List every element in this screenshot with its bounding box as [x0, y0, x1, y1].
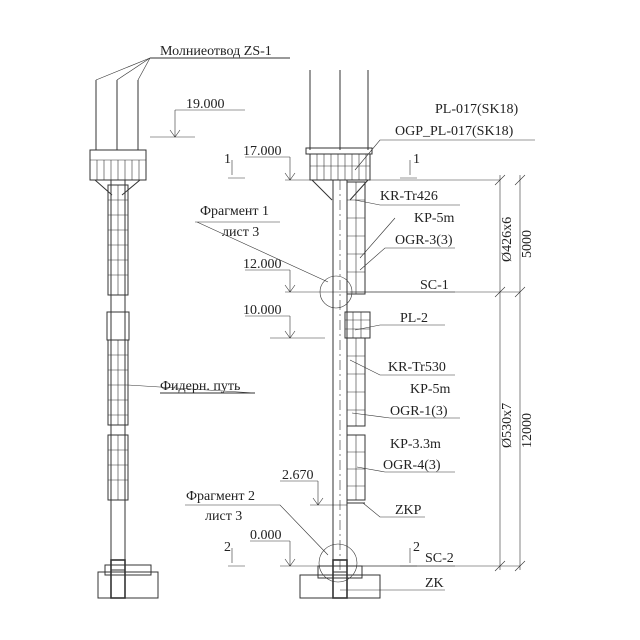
- section-mark-2-left: 2: [224, 540, 231, 555]
- level-0000: 0.000: [250, 528, 282, 543]
- callout-pl2: PL-2: [400, 311, 428, 326]
- callout-leaders: [185, 139, 535, 591]
- label-lightning-rod: Молниеотвод ZS-1: [160, 44, 272, 59]
- callout-ogr4: OGR-4(3): [383, 458, 441, 473]
- label-feeder-path: Фидерн. путь: [160, 379, 240, 394]
- level-2670: 2.670: [282, 468, 314, 483]
- level-12000: 12.000: [243, 257, 282, 272]
- level-10000: 10.000: [243, 303, 282, 318]
- level-marks: [150, 109, 520, 567]
- callout-krtr530: KR-Tr530: [388, 360, 446, 375]
- callout-sc2: SC-2: [425, 551, 454, 566]
- callout-ogr3: OGR-3(3): [395, 233, 453, 248]
- label-fragment-2: Фрагмент 2: [186, 489, 255, 504]
- level-19000: 19.000: [186, 97, 225, 112]
- callout-ogr1: OGR-1(3): [390, 404, 448, 419]
- dimension-lines: [494, 174, 526, 572]
- callout-kp33: KP-3.3m: [390, 437, 441, 452]
- callout-kp5m-bottom: KP-5m: [410, 382, 451, 397]
- dim-length-top: 5000: [520, 230, 535, 258]
- label-fragment-1: Фрагмент 1: [200, 204, 269, 219]
- level-17000: 17.000: [243, 144, 282, 159]
- section-mark-1-right: 1: [413, 152, 420, 167]
- callout-zkp: ZKP: [395, 503, 422, 518]
- callout-krtr426: KR-Tr426: [380, 189, 438, 204]
- left-mast-elevation: [89, 57, 290, 599]
- right-mast-elevation: [299, 70, 381, 599]
- callout-sc1: SC-1: [420, 278, 449, 293]
- dim-pipe-top: Ø426x6: [500, 217, 515, 262]
- callout-pl017: PL-017(SK18): [435, 102, 519, 117]
- label-sheet-2: лист 3: [205, 509, 242, 524]
- dim-pipe-bottom: Ø530x7: [500, 403, 515, 448]
- section-mark-1-left: 1: [224, 152, 231, 167]
- dim-length-bottom: 12000: [520, 413, 535, 448]
- label-sheet-1: лист 3: [222, 225, 259, 240]
- section-mark-2-right: 2: [413, 540, 420, 555]
- callout-kp5m-top: KP-5m: [414, 211, 455, 226]
- callout-zk: ZK: [425, 576, 444, 591]
- callout-ogp: OGP_PL-017(SK18): [395, 124, 514, 139]
